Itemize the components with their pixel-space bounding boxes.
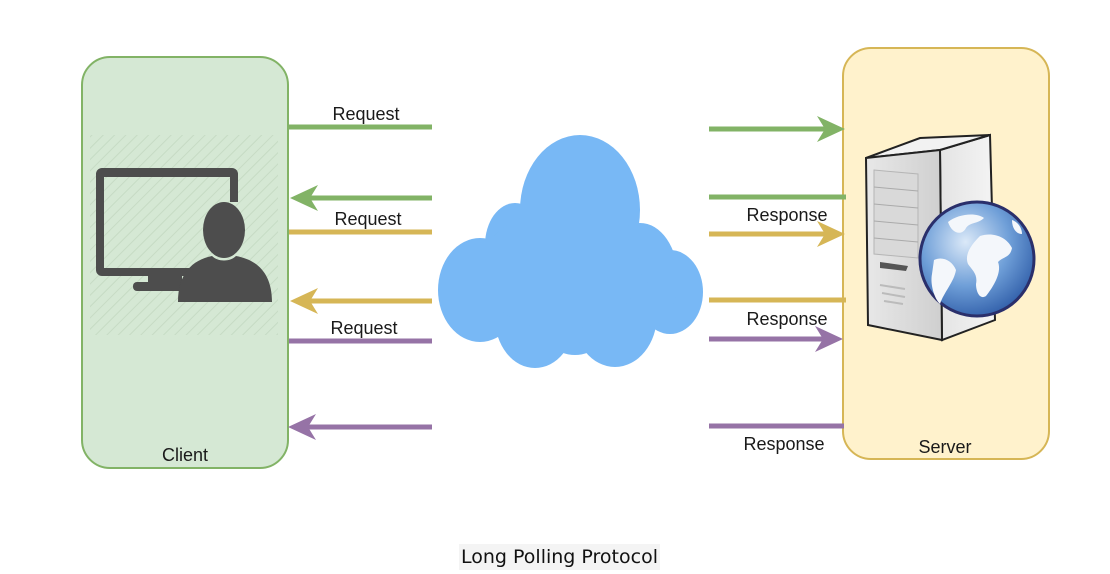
response-arrow-2-client xyxy=(290,288,432,314)
request-arrow-1-server xyxy=(709,116,845,142)
diagram-caption: Long Polling Protocol xyxy=(459,544,660,570)
response-arrow-3-client xyxy=(288,414,432,440)
server-node: Server xyxy=(842,47,1050,460)
response-arrow-1-client xyxy=(290,185,432,211)
client-side-arrows xyxy=(288,124,432,440)
response-label-2: Response xyxy=(746,309,827,329)
response-label-3: Response xyxy=(743,434,824,454)
request-arrow-3-server xyxy=(709,326,843,352)
server-side-arrows xyxy=(709,116,846,429)
request-label-2: Request xyxy=(334,209,401,229)
request-arrow-2-server xyxy=(709,221,845,247)
user-computer-icon xyxy=(96,168,272,302)
request-label-1: Request xyxy=(332,104,399,124)
cloud-icon xyxy=(438,135,703,368)
web-server-globe-icon xyxy=(864,133,1036,342)
request-label-3: Request xyxy=(330,318,397,338)
server-label: Server xyxy=(918,437,971,457)
client-label: Client xyxy=(162,445,208,465)
response-label-1: Response xyxy=(746,205,827,225)
client-node: Client xyxy=(81,56,289,469)
client-icon-background xyxy=(90,135,278,335)
